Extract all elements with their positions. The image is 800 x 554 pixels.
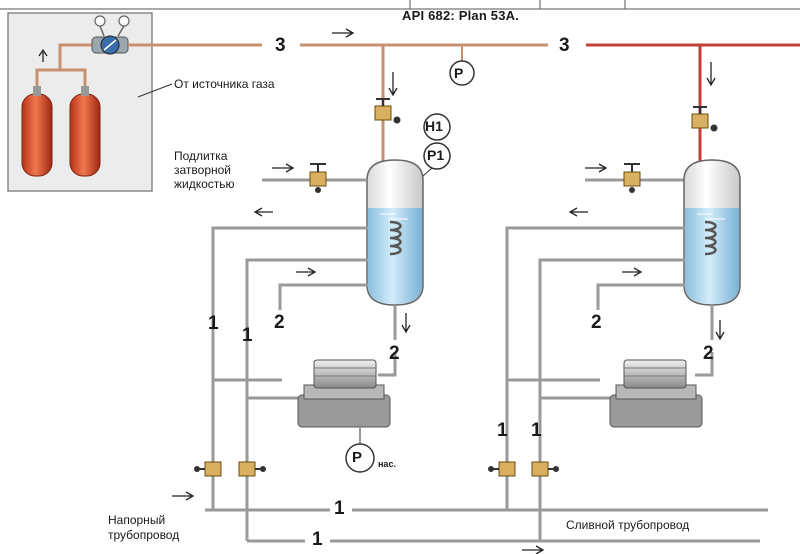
gauge-h1-label: H1 xyxy=(425,118,443,134)
line-number: 1 xyxy=(208,313,219,334)
line-number: 1 xyxy=(531,420,542,441)
gauge-p1-label: P1 xyxy=(427,147,445,163)
isolation-valve-2-icon xyxy=(238,461,266,477)
gauge-p-top-label: P xyxy=(454,65,464,81)
arrow-right-icon xyxy=(622,267,643,277)
cooling-coil-icon xyxy=(704,220,717,256)
gauge-p-suffix: нас. xyxy=(378,459,396,469)
gas-source-label: От источника газа xyxy=(174,77,275,91)
arrow-left-icon xyxy=(253,207,273,217)
fill-label-line1: Подлитка xyxy=(174,149,228,163)
drain-pipe-label: Сливной трубопровод xyxy=(566,518,690,532)
level-gauge-h1 xyxy=(423,113,451,141)
arrow-right-icon xyxy=(522,545,545,554)
pressure-pipe-label-line2: трубопровод xyxy=(108,528,180,542)
isolation-valve-4-icon xyxy=(531,461,559,477)
line-number: 1 xyxy=(242,325,253,346)
fill-valve-left-icon xyxy=(309,163,327,193)
pressure-gauge-p1 xyxy=(423,142,451,170)
arrow-right-icon xyxy=(332,28,355,38)
line-number: 2 xyxy=(274,312,285,333)
line-number: 1 xyxy=(312,529,323,550)
arrow-right-icon xyxy=(296,267,317,277)
arrow-up-icon xyxy=(38,48,48,62)
gas-cylinder-1 xyxy=(21,86,53,177)
isolation-valve-1-icon xyxy=(194,461,222,477)
arrow-down-icon xyxy=(715,320,725,341)
pressure-pipe-label-line1: Напорный xyxy=(108,513,166,527)
gas-cylinder-2 xyxy=(69,86,101,177)
arrow-right-icon xyxy=(172,491,195,501)
line-number: 2 xyxy=(591,312,602,333)
line-number: 3 xyxy=(275,35,286,56)
pressure-gauge-chamber xyxy=(345,443,375,473)
arrow-down-icon xyxy=(401,313,411,334)
arrow-right-icon xyxy=(585,163,608,173)
left-piping xyxy=(211,226,397,510)
arrow-down-icon xyxy=(706,62,716,87)
mechanical-seal-right xyxy=(609,359,703,428)
right-piping xyxy=(505,226,714,510)
diagram-title: API 682: Plan 53A. xyxy=(402,8,520,23)
seal-pot-left xyxy=(366,159,424,306)
arrow-left-icon xyxy=(568,207,588,217)
line-number: 1 xyxy=(497,420,508,441)
seal-pot-right xyxy=(683,159,741,306)
line-number: 2 xyxy=(389,343,400,364)
line-number: 2 xyxy=(703,343,714,364)
pressure-gauge-top xyxy=(449,60,475,86)
cooling-coil-icon xyxy=(389,220,402,256)
line-number: 3 xyxy=(559,35,570,56)
mechanical-seal-left xyxy=(297,359,391,428)
arrow-right-icon xyxy=(272,163,295,173)
fill-valve-right-icon xyxy=(623,163,641,193)
isolation-valve-3-icon xyxy=(488,461,516,477)
needle-valve-right-icon xyxy=(691,106,718,132)
gauge-p-chamber-label: P xyxy=(352,449,363,466)
fill-label-line3: жидкостью xyxy=(174,177,235,191)
fill-label-line2: затворной xyxy=(174,163,231,177)
line-number: 1 xyxy=(334,498,345,519)
needle-valve-left-icon xyxy=(374,98,401,124)
gas-source-leader xyxy=(137,83,173,98)
arrow-down-icon xyxy=(388,72,398,97)
